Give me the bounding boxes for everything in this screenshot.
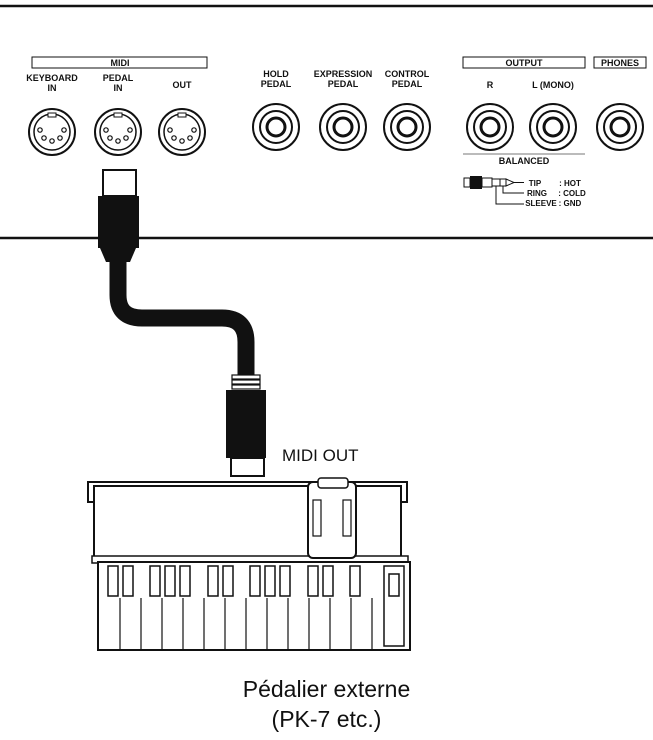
- pedal-in-label-2: IN: [114, 83, 123, 93]
- keyboard-in-label-2: IN: [48, 83, 57, 93]
- midi-out-din-socket: [158, 108, 206, 156]
- midi-cable: [98, 169, 266, 477]
- keyboard-in-label-1: KEYBOARD: [26, 73, 78, 83]
- midi-group-label: MIDI: [111, 58, 130, 68]
- output-group-label: OUTPUT: [506, 58, 544, 68]
- expression-pedal-label-1: EXPRESSION: [314, 69, 373, 79]
- caption-line-2: (PK-7 etc.): [271, 706, 382, 732]
- pedalboard: [87, 477, 411, 651]
- phones-box: [593, 56, 647, 69]
- keyboard-in-din-socket: [28, 108, 76, 156]
- output-l-jack: [529, 103, 577, 151]
- sleeve-label: SLEEVE: [525, 199, 557, 208]
- trs-plug-icon: [463, 176, 524, 205]
- caption-line-1: Pédalier externe: [242, 676, 411, 702]
- midi-group-box: [31, 56, 208, 69]
- output-group-box: [462, 56, 586, 69]
- control-pedal-jack: [383, 103, 431, 151]
- hold-pedal-jack: [252, 103, 300, 151]
- pedal-in-label-1: PEDAL: [103, 73, 134, 83]
- hot-label: : HOT: [559, 179, 581, 188]
- balanced-label: BALANCED: [499, 156, 550, 166]
- cold-label: : COLD: [558, 189, 586, 198]
- phones-jack: [596, 103, 644, 151]
- expression-pedal-jack: [319, 103, 367, 151]
- control-pedal-label-1: CONTROL: [385, 69, 430, 79]
- tip-label: TIP: [529, 179, 542, 188]
- hold-pedal-label-2: PEDAL: [261, 79, 292, 89]
- expression-pedal-label-2: PEDAL: [328, 79, 359, 89]
- output-r-jack: [466, 103, 514, 151]
- ring-label: RING: [527, 189, 547, 198]
- control-pedal-label-2: PEDAL: [392, 79, 423, 89]
- hold-pedal-label-1: HOLD: [263, 69, 289, 79]
- pedal-in-din-socket: [94, 108, 142, 156]
- phones-label: PHONES: [601, 58, 639, 68]
- output-l-label: L (MONO): [532, 80, 574, 90]
- out-label: OUT: [173, 80, 193, 90]
- output-r-label: R: [487, 80, 494, 90]
- midi-out-label: MIDI OUT: [282, 446, 359, 465]
- gnd-label: : GND: [559, 199, 582, 208]
